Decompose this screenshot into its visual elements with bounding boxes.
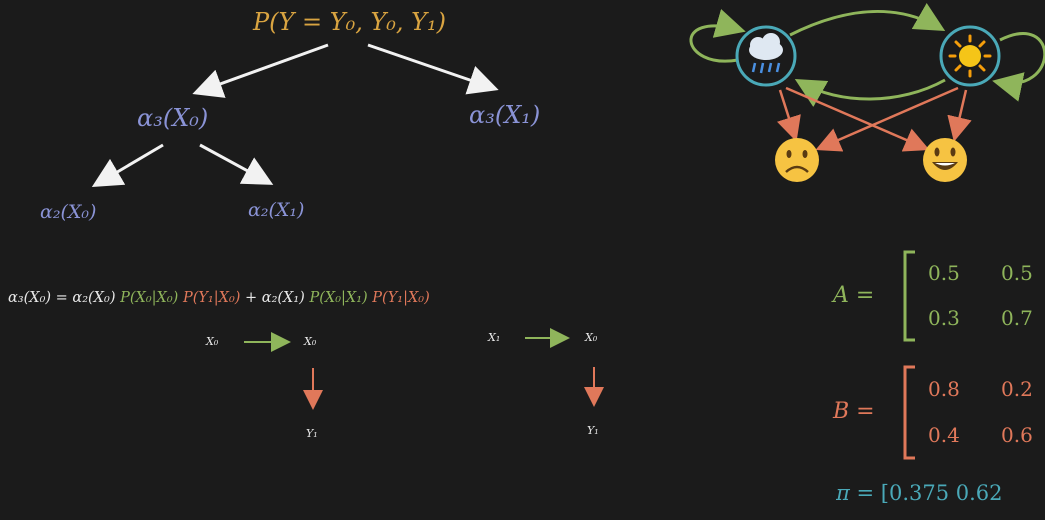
tree-node-alpha2-x1: α₂(X₁): [248, 199, 305, 221]
initial-distribution: π = [0.375 0.62: [836, 481, 1045, 505]
path1-from-state: X₀: [206, 335, 219, 348]
tree-arrow-root-right: [367, 43, 499, 95]
matrix-a-cell: 0.7: [1001, 306, 1033, 330]
matrix-b-cell: 0.4: [928, 423, 960, 447]
equation-term2-emission: P(Y₁|X₀): [372, 290, 430, 306]
matrix-a-left-bracket: [903, 250, 915, 342]
sad-face-icon: [775, 138, 819, 182]
rainy-icon: [749, 33, 783, 74]
equation-lhs: α₃(X₀) = α₂(X₀): [8, 290, 116, 306]
path2-from-state: X₁: [488, 331, 501, 344]
equation-plus-term: + α₂(X₁): [245, 290, 305, 306]
tree-root-node: P(Y = Y₀, Y₀, Y₁): [253, 8, 446, 36]
matrix-a-cell: 0.5: [1001, 261, 1033, 285]
sunny-to-rainy: [794, 78, 946, 107]
matrix-a-cell: 0.5: [928, 261, 960, 285]
recursion-equation: α₃(X₀) = α₂(X₀) P(X₀|X₀) P(Y₁|X₀) + α₂(X…: [8, 290, 430, 306]
tree-node-alpha3-x0: α₃(X₀): [137, 104, 209, 132]
happy-face-icon: [923, 138, 967, 182]
tree-arrow-root-left: [192, 43, 329, 98]
matrix-b-label: B =: [833, 399, 875, 424]
tree-node-alpha3-x1: α₃(X₁): [469, 101, 541, 129]
matrix-a-cell: 0.3: [928, 306, 960, 330]
matrix-b-cell: 0.6: [1001, 423, 1033, 447]
pi-values: [0.375 0.62: [880, 481, 1003, 505]
self-loop-rainy: [689, 8, 746, 63]
tree-arrow-l1-left: [91, 143, 164, 188]
tree-node-alpha2-x0: α₂(X₀): [40, 201, 97, 223]
rainy-to-happy: [785, 86, 930, 152]
rainy-to-sunny: [789, 3, 946, 37]
path1-to-state: X₀: [304, 335, 317, 348]
equation-term2-transition: P(X₀|X₁): [309, 290, 368, 306]
rainy-to-sad: [777, 89, 801, 142]
sunny-to-happy: [947, 89, 972, 142]
equation-term1-emission: P(Y₁|X₀): [182, 290, 241, 306]
matrix-a-label: A =: [833, 283, 875, 308]
path2-to-state: X₀: [585, 331, 598, 344]
matrix-b-cell: 0.2: [1001, 377, 1033, 401]
sunny-to-sad: [815, 86, 959, 152]
path2-observation: Y₁: [587, 424, 599, 437]
equation-term1-transition: P(X₀|X₀): [120, 290, 179, 306]
matrix-b-cell: 0.8: [928, 377, 960, 401]
self-loop-sunny: [992, 32, 1045, 102]
matrix-b-left-bracket: [903, 365, 915, 460]
sunny-icon: [948, 34, 992, 78]
path1-observation: Y₁: [306, 427, 318, 440]
tree-arrow-l1-right: [199, 143, 274, 185]
pi-label: π =: [836, 481, 875, 505]
